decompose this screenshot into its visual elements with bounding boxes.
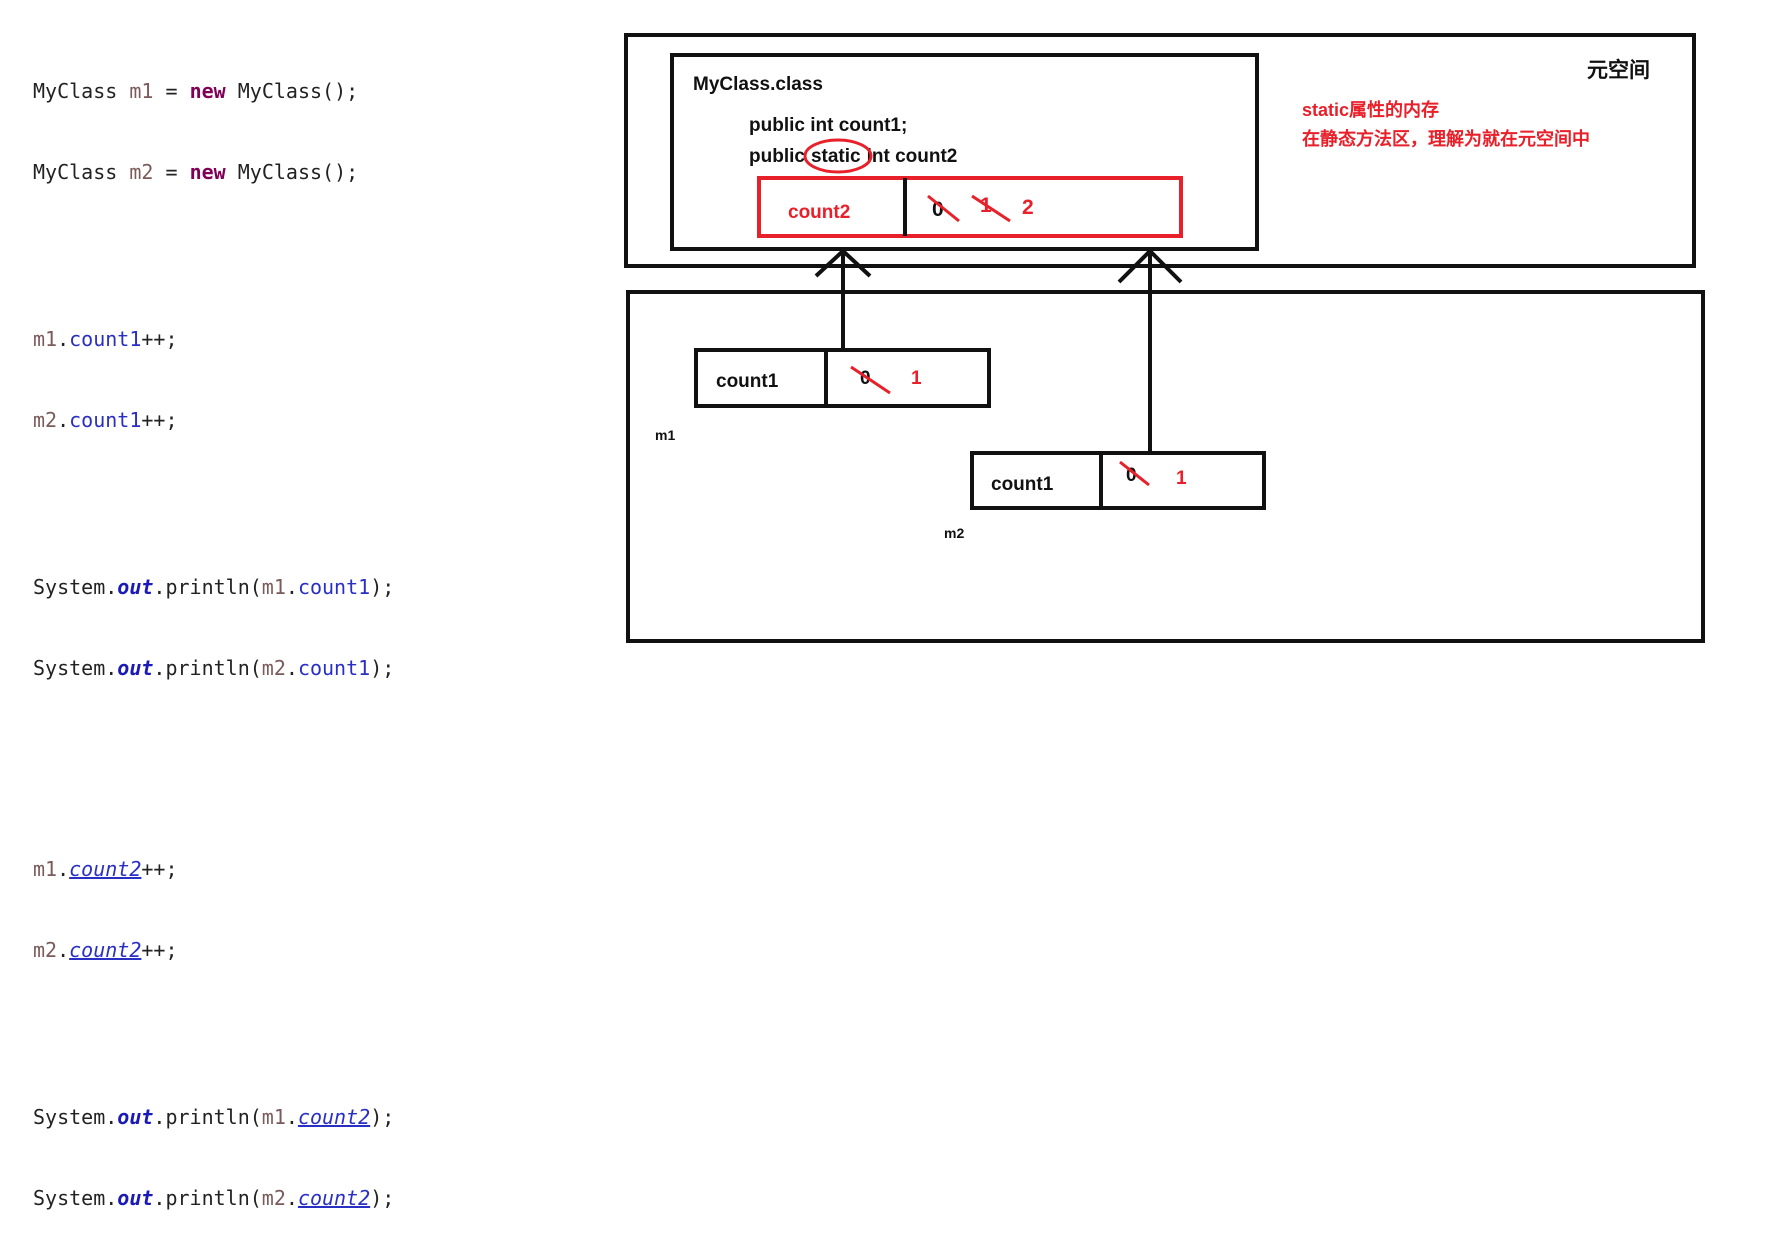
class-box-title: MyClass.class [693,74,823,95]
code-line-print-m1-count2: System.out.println(m1.count2); [33,1105,395,1129]
m1-value-current: 1 [911,368,922,389]
metaspace-note-line1: static属性的内存 [1302,100,1440,120]
metaspace-note-line2: 在静态方法区，理解为就在元空间中 [1302,129,1590,149]
metaspace-frame [624,33,1696,268]
code-line-print-m2-count1: System.out.println(m2.count1); [33,656,395,680]
static-cell [757,176,1183,238]
code-line-print-m2-count2: System.out.println(m2.count2); [33,1186,395,1210]
heap-frame [626,290,1705,643]
m1-label: m1 [655,427,676,443]
m1-value-crossed: 0 [860,368,871,389]
diagram-overlay [803,138,1183,508]
m2-label: m2 [944,525,965,541]
code-line-inc-m1-count2: m1.count2++; [33,857,178,881]
class-field-count2-public: public [749,146,805,167]
m2-to-static-arrowhead [1117,248,1183,284]
static-cell-name: count2 [788,202,851,223]
code-line-decl-m2: MyClass m2 = new MyClass(); [33,160,359,184]
class-field-count2-static: static [810,146,861,167]
class-field-count2-type: int count2 [866,146,958,167]
code-line-inc-m1-count1: m1.count1++; [33,327,178,351]
m1-field-name: count1 [716,371,779,392]
class-field-count1: public int count1; [749,115,908,136]
code-line-decl-m1: MyClass m1 = new MyClass(); [33,79,359,103]
m1-strike [850,365,891,395]
m2-object [970,451,1266,510]
metaspace-title: 元空间 [1587,59,1650,82]
code-line-print-m1-count1: System.out.println(m1.count1); [33,575,395,599]
static-keyword-highlight [803,138,873,174]
m2-value-current: 1 [1176,468,1187,489]
code-line-inc-m2-count1: m2.count1++; [33,408,178,432]
code-line-inc-m2-count2: m2.count2++; [33,938,178,962]
m2-field-name: count1 [991,474,1054,495]
m2-strike [1119,460,1150,487]
class-box [670,53,1259,251]
static-cell-value-current: 2 [1022,196,1034,219]
static-cell-strike-0 [927,194,960,223]
static-cell-value-0: 0 [932,198,944,221]
m1-to-static-arrowhead [814,248,872,278]
static-cell-strike-1 [971,194,1011,223]
m2-value-crossed: 0 [1126,465,1137,486]
